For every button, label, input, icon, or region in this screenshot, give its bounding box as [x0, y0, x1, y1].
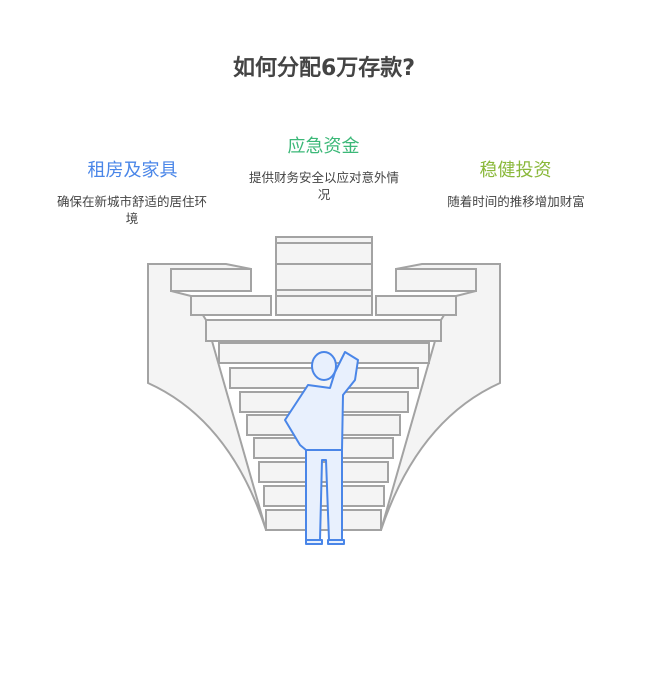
- section-heading-invest: 稳健投资: [479, 160, 552, 181]
- section-heading-rent: 租房及家具: [87, 160, 178, 181]
- section-description-invest: 随着时间的推移增加财富: [447, 194, 585, 209]
- page-title: 如何分配6万存款?: [232, 56, 416, 81]
- section-description-emergency: 提供财务安全以应对意外情况: [248, 170, 399, 202]
- section-description-rent: 确保在新城市舒适的居住环境: [56, 194, 207, 226]
- person-icon: [284, 351, 359, 545]
- section-heading-emergency: 应急资金: [287, 136, 360, 157]
- center-stack: [275, 236, 373, 316]
